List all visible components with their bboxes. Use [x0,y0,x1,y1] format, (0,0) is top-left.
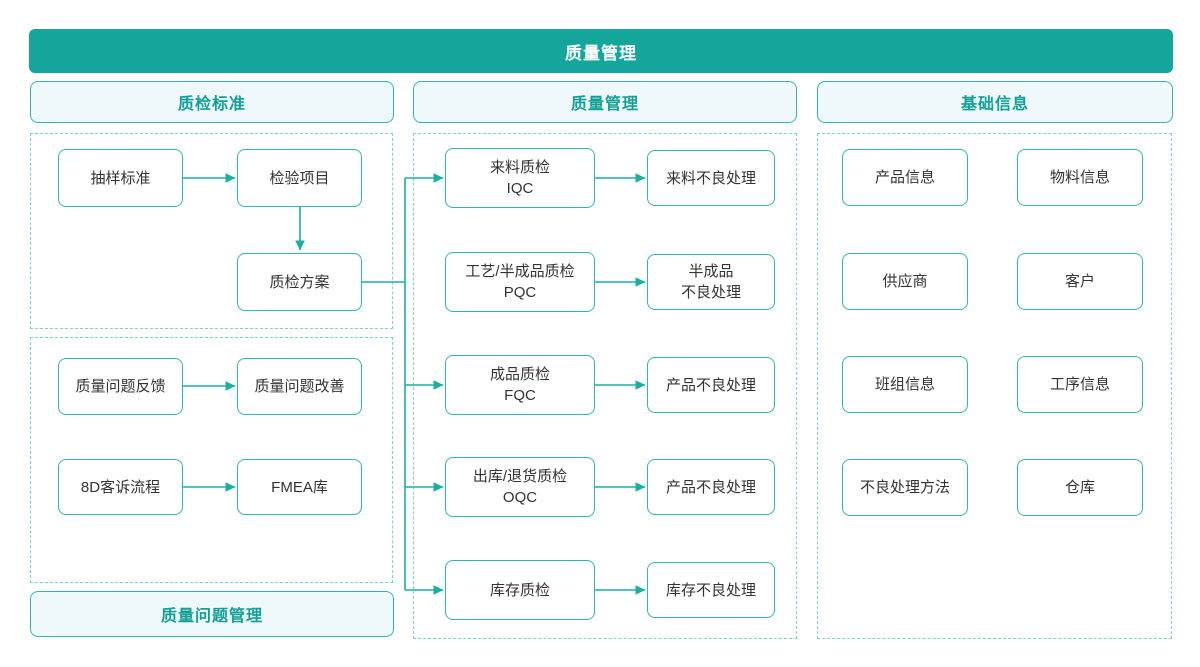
node-label: 班组信息 [874,376,935,393]
node-warehouse: 仓库 [1017,459,1143,516]
diagram-title-banner: 质量管理 [29,29,1173,73]
node-process-info: 工序信息 [1017,356,1143,413]
node-defect-handling-method: 不良处理方法 [842,459,968,516]
node-oqc: 出库/退货质检 OQC [445,457,595,517]
node-semiproduct-defect-handling: 半成品 不良处理 [647,254,775,310]
node-issue-feedback: 质量问题反馈 [58,358,183,415]
node-label: 质量问题改善 [254,378,345,395]
node-incoming-defect-handling: 来料不良处理 [647,150,775,206]
node-pqc: 工艺/半成品质检 PQC [445,252,595,312]
group-basic-info [817,133,1172,639]
section-header-quality-management: 质量管理 [413,81,797,123]
group-quality-management [413,133,797,639]
node-label: 供应商 [882,273,928,290]
section-header-label: 质检标准 [177,96,246,113]
section-header-label: 质量管理 [570,96,639,113]
group-quality-standards [30,133,393,329]
node-label: 库存不良处理 [665,581,756,599]
node-label: 抽样标准 [90,169,151,187]
node-label: 成品质检 [489,366,550,383]
node-label: FQC [504,387,536,404]
node-supplier: 供应商 [842,253,968,310]
node-label: 产品不良处理 [665,478,756,496]
node-product-info: 产品信息 [842,149,968,206]
section-header-basic-info: 基础信息 [817,81,1173,123]
node-label: 工艺/半成品质检 [465,263,575,280]
node-label: 仓库 [1064,479,1095,496]
trunk-line-from-plan [362,178,406,590]
node-label: 库存质检 [489,581,550,599]
node-label: 检验项目 [269,169,330,187]
section-header-label: 质量问题管理 [160,608,263,625]
connectors [183,173,646,595]
node-inspection-item: 检验项目 [237,149,362,207]
node-iqc: 来料质检 IQC [445,148,595,208]
node-stock-defect-handling: 库存不良处理 [647,562,775,618]
node-label: 8D客诉流程 [80,478,161,496]
node-material-info: 物料信息 [1017,149,1143,206]
group-quality-issues [30,337,393,583]
section-header-quality-standards: 质检标准 [30,81,394,123]
node-label: 来料不良处理 [665,169,756,187]
node-label: 不良处理 [680,284,741,301]
node-8d-complaint-process: 8D客诉流程 [58,459,183,515]
node-label: 产品不良处理 [665,376,756,394]
node-label: 质量问题反馈 [75,378,166,395]
node-stock-inspection: 库存质检 [445,560,595,620]
node-fqc: 成品质检 FQC [445,355,595,415]
node-label: 不良处理方法 [859,479,950,496]
node-product-defect-handling-1: 产品不良处理 [647,357,775,413]
node-label: 产品信息 [874,169,935,186]
node-fmea-library: FMEA库 [237,459,362,515]
node-customer: 客户 [1017,253,1143,310]
node-label: 物料信息 [1049,169,1110,186]
section-header-label: 基础信息 [960,96,1029,113]
node-product-defect-handling-2: 产品不良处理 [647,459,775,515]
node-label: 客户 [1064,273,1095,290]
node-sampling-standard: 抽样标准 [58,149,183,207]
node-label: FMEA库 [271,478,328,496]
node-label: 来料质检 [489,159,550,176]
node-label: 质检方案 [269,273,330,291]
node-label: 出库/退货质检 [472,468,568,485]
section-header-quality-issue-management: 质量问题管理 [30,591,394,637]
node-team-info: 班组信息 [842,356,968,413]
node-issue-improvement: 质量问题改善 [237,358,362,415]
node-inspection-plan: 质检方案 [237,253,362,311]
node-label: OQC [502,489,538,506]
node-label: IQC [506,180,534,197]
node-label: 半成品 [688,263,734,280]
diagram-title: 质量管理 [565,43,637,63]
node-label: PQC [503,284,537,301]
node-label: 工序信息 [1049,376,1110,393]
